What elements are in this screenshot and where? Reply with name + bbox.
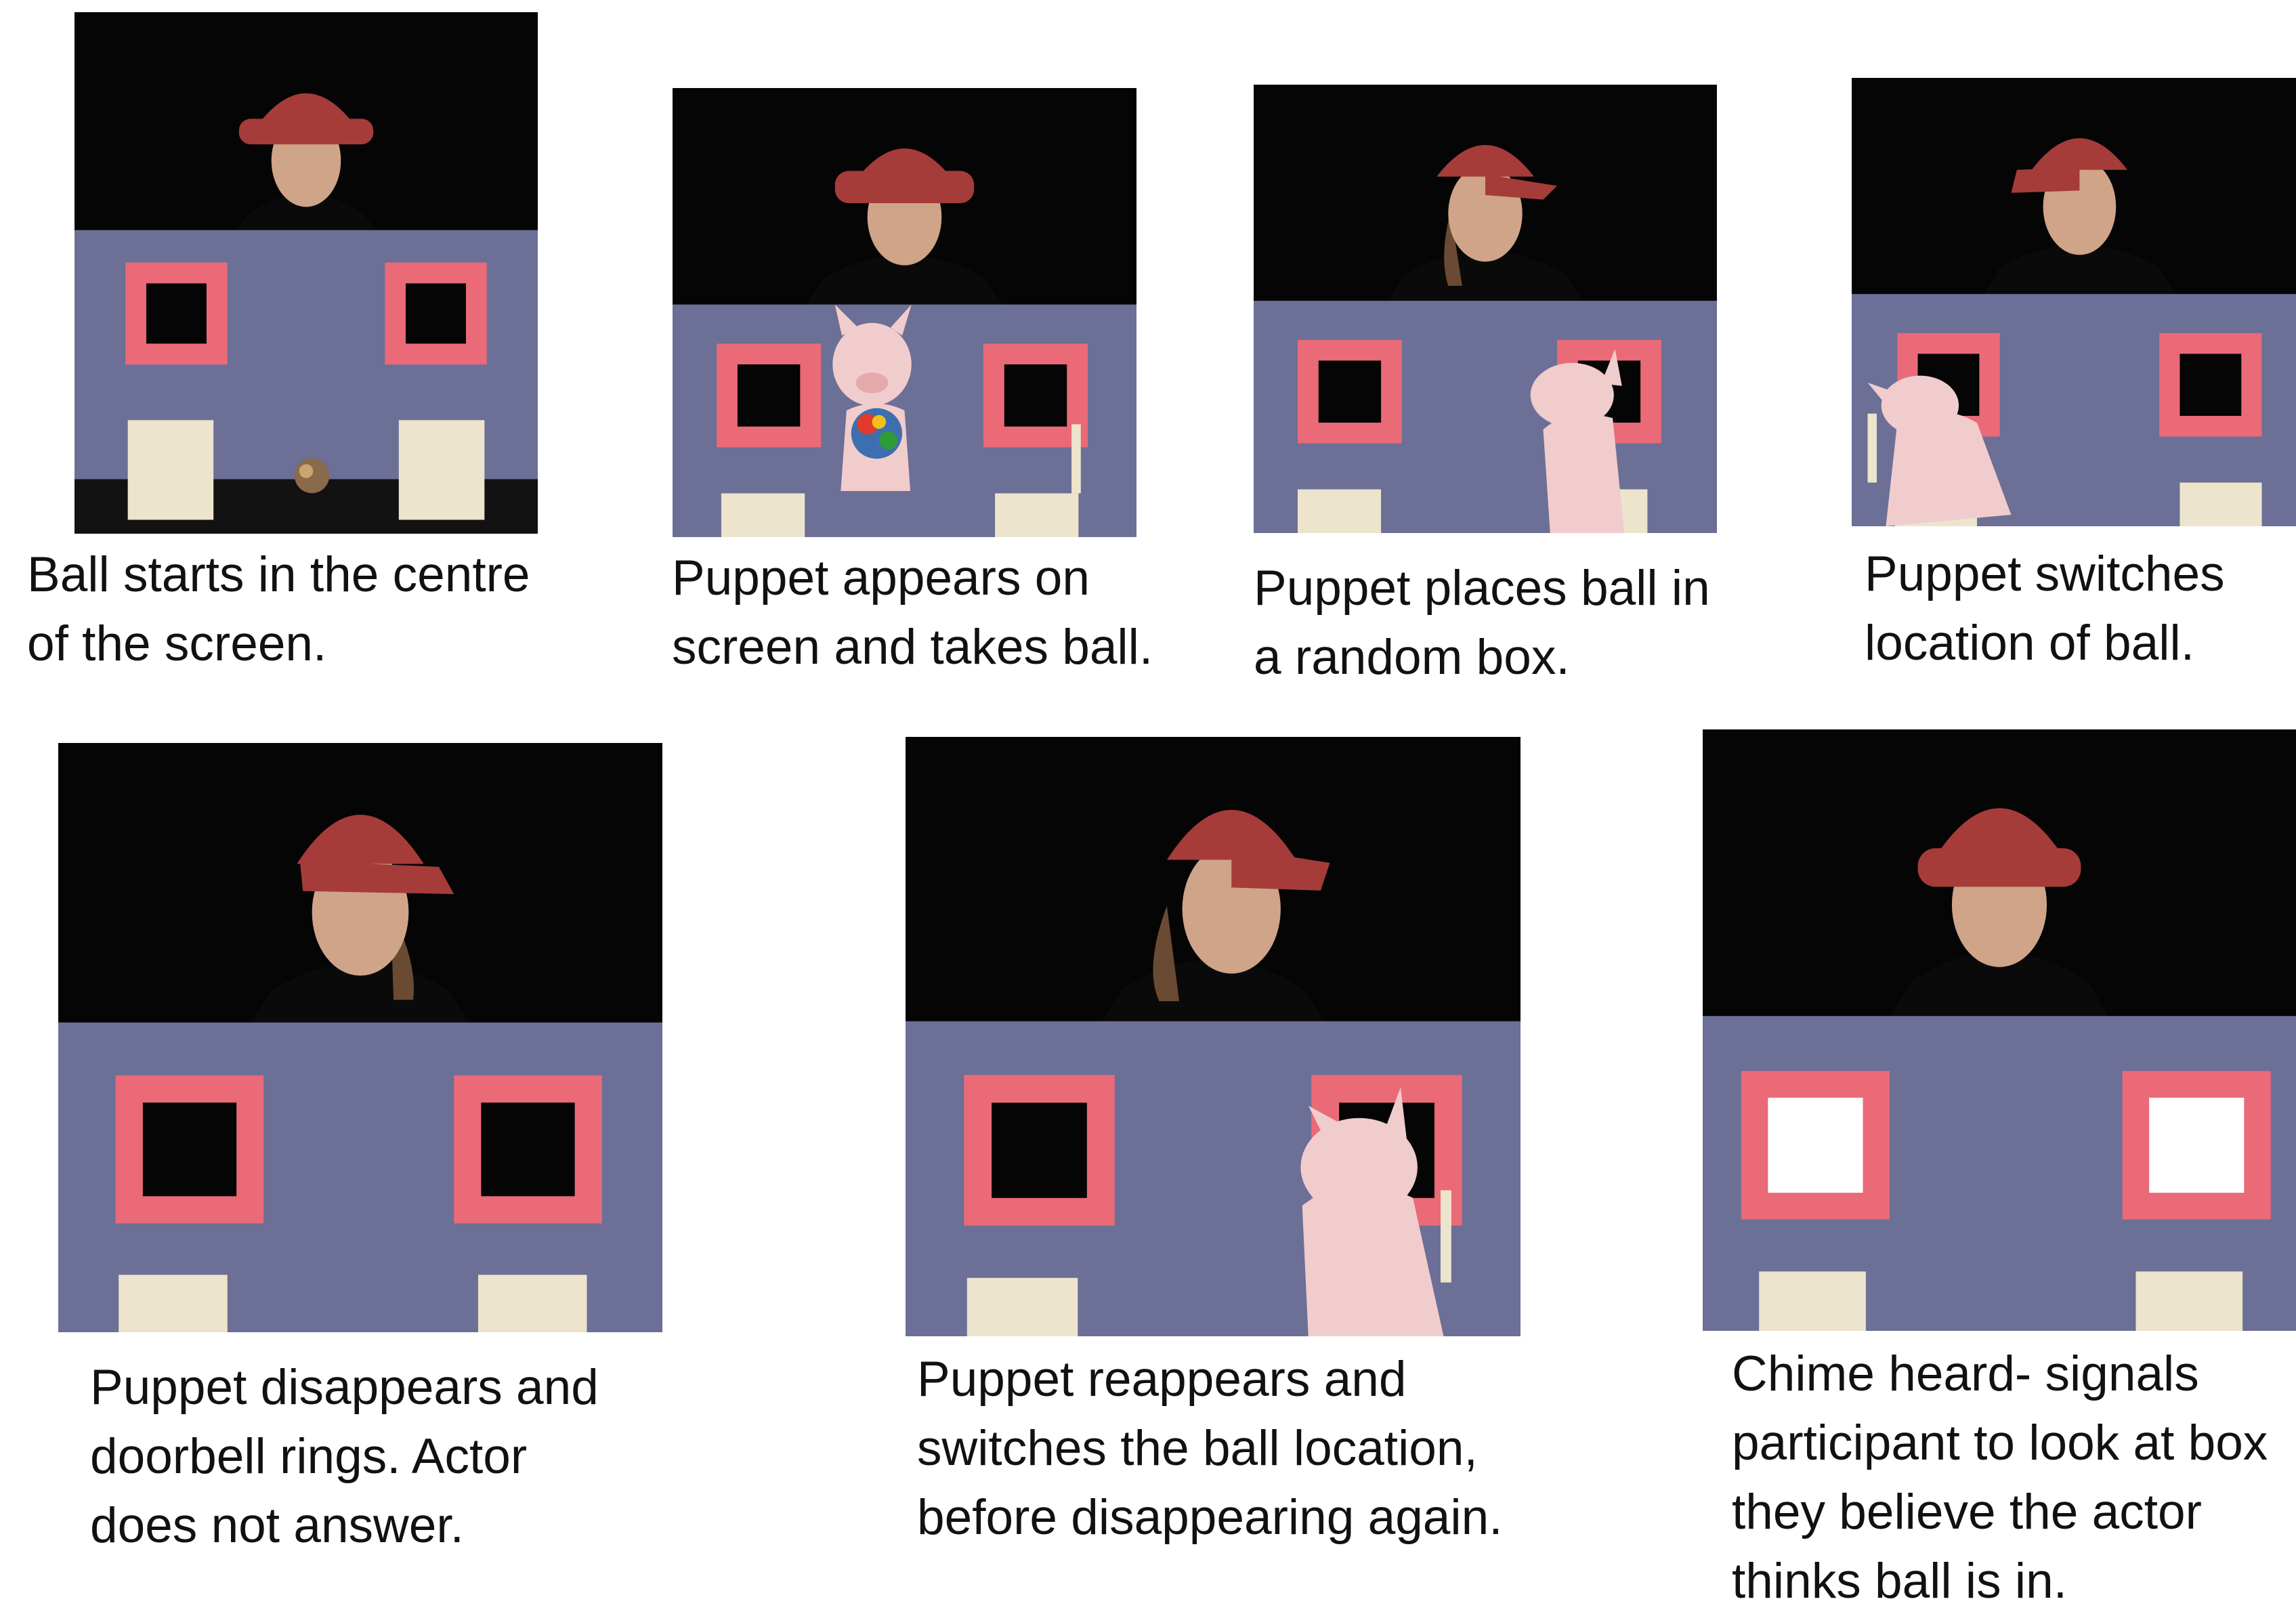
- scene-puppet-reappears: [906, 737, 1521, 1336]
- frame-4-caption: Puppet switches location of ball.: [1865, 547, 2225, 671]
- scene-ball-centre: [75, 12, 538, 534]
- left-box: [127, 420, 214, 520]
- puppet-body: [1886, 411, 2012, 526]
- frame-3-caption: Puppet places ball in a random box.: [1254, 561, 1710, 685]
- frame-7-caption: Chime heard- signals participant to look…: [1732, 1346, 2268, 1609]
- frame-5-image: [58, 743, 662, 1332]
- scene-doorbell: [58, 743, 662, 1332]
- frame-6-image: [906, 737, 1521, 1336]
- right-window-white: [2149, 1097, 2245, 1193]
- actor-cap: [259, 93, 353, 123]
- actor-shirt: [234, 193, 379, 233]
- frame-1-image: [75, 12, 538, 534]
- ball: [294, 458, 330, 494]
- scene-chime: [1703, 729, 2296, 1331]
- right-box: [398, 420, 485, 520]
- scene-puppet-takes-ball: [673, 88, 1136, 537]
- left-window-white: [1768, 1097, 1863, 1193]
- puppet-head: [832, 322, 912, 406]
- frame-3-image: [1254, 85, 1717, 533]
- frame-6-caption: Puppet reappears and switches the ball l…: [917, 1352, 1503, 1545]
- scene-puppet-places-ball: [1254, 85, 1717, 533]
- scene-puppet-switches: [1852, 78, 2296, 526]
- frame-4-image: [1852, 78, 2296, 526]
- puppet-body: [1543, 414, 1625, 533]
- puppet-body: [1302, 1184, 1444, 1336]
- frame-5-caption: Puppet disappears and doorbell rings. Ac…: [90, 1360, 599, 1553]
- frame-2-image: [673, 88, 1136, 537]
- frame-7-image: [1703, 729, 2296, 1331]
- frame-1-caption: Ball starts in the centre of the screen.: [27, 547, 530, 671]
- frame-2-caption: Puppet appears on screen and takes ball.: [672, 551, 1153, 675]
